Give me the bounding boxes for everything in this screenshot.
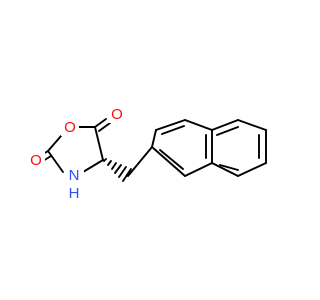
bond-n5 (184, 162, 213, 177)
bond-c5-o-double-b (98, 122, 111, 132)
bond-c5-o-double-a (94, 118, 107, 128)
bond-n11-inner (219, 164, 239, 171)
bond-n2 (155, 119, 186, 131)
bond-n3 (184, 119, 213, 131)
bonds (39, 118, 267, 182)
nitrogen-label: N (69, 167, 80, 184)
bond-n10 (237, 162, 267, 177)
atom-labels: O O O N H (27, 104, 126, 202)
bond-c4-n3 (82, 159, 104, 173)
bond-c5-c4 (94, 126, 104, 161)
molecule-structure: O O O N H (27, 104, 267, 202)
bond-n6 (151, 146, 186, 177)
carbonyl-oxygen-right-label: O (111, 106, 123, 123)
bond-c2-o1 (47, 135, 62, 152)
hashed-stereo-bond (103, 158, 132, 182)
nitrogen-hydrogen-label: H (69, 185, 80, 202)
bond-n7 (211, 119, 239, 131)
bond-n6-inner (159, 149, 184, 170)
bond-ch2-naphthyl (127, 146, 153, 177)
bond-n1 (151, 129, 157, 148)
carbonyl-oxygen-left-label: O (30, 152, 42, 169)
bond-n7-inner (216, 126, 239, 136)
bond-n2-inner (161, 125, 185, 135)
bond-n8 (237, 119, 267, 131)
bond-n11 (211, 162, 239, 177)
ring-oxygen-label: O (64, 119, 76, 136)
bond-n3-c2 (47, 150, 64, 173)
